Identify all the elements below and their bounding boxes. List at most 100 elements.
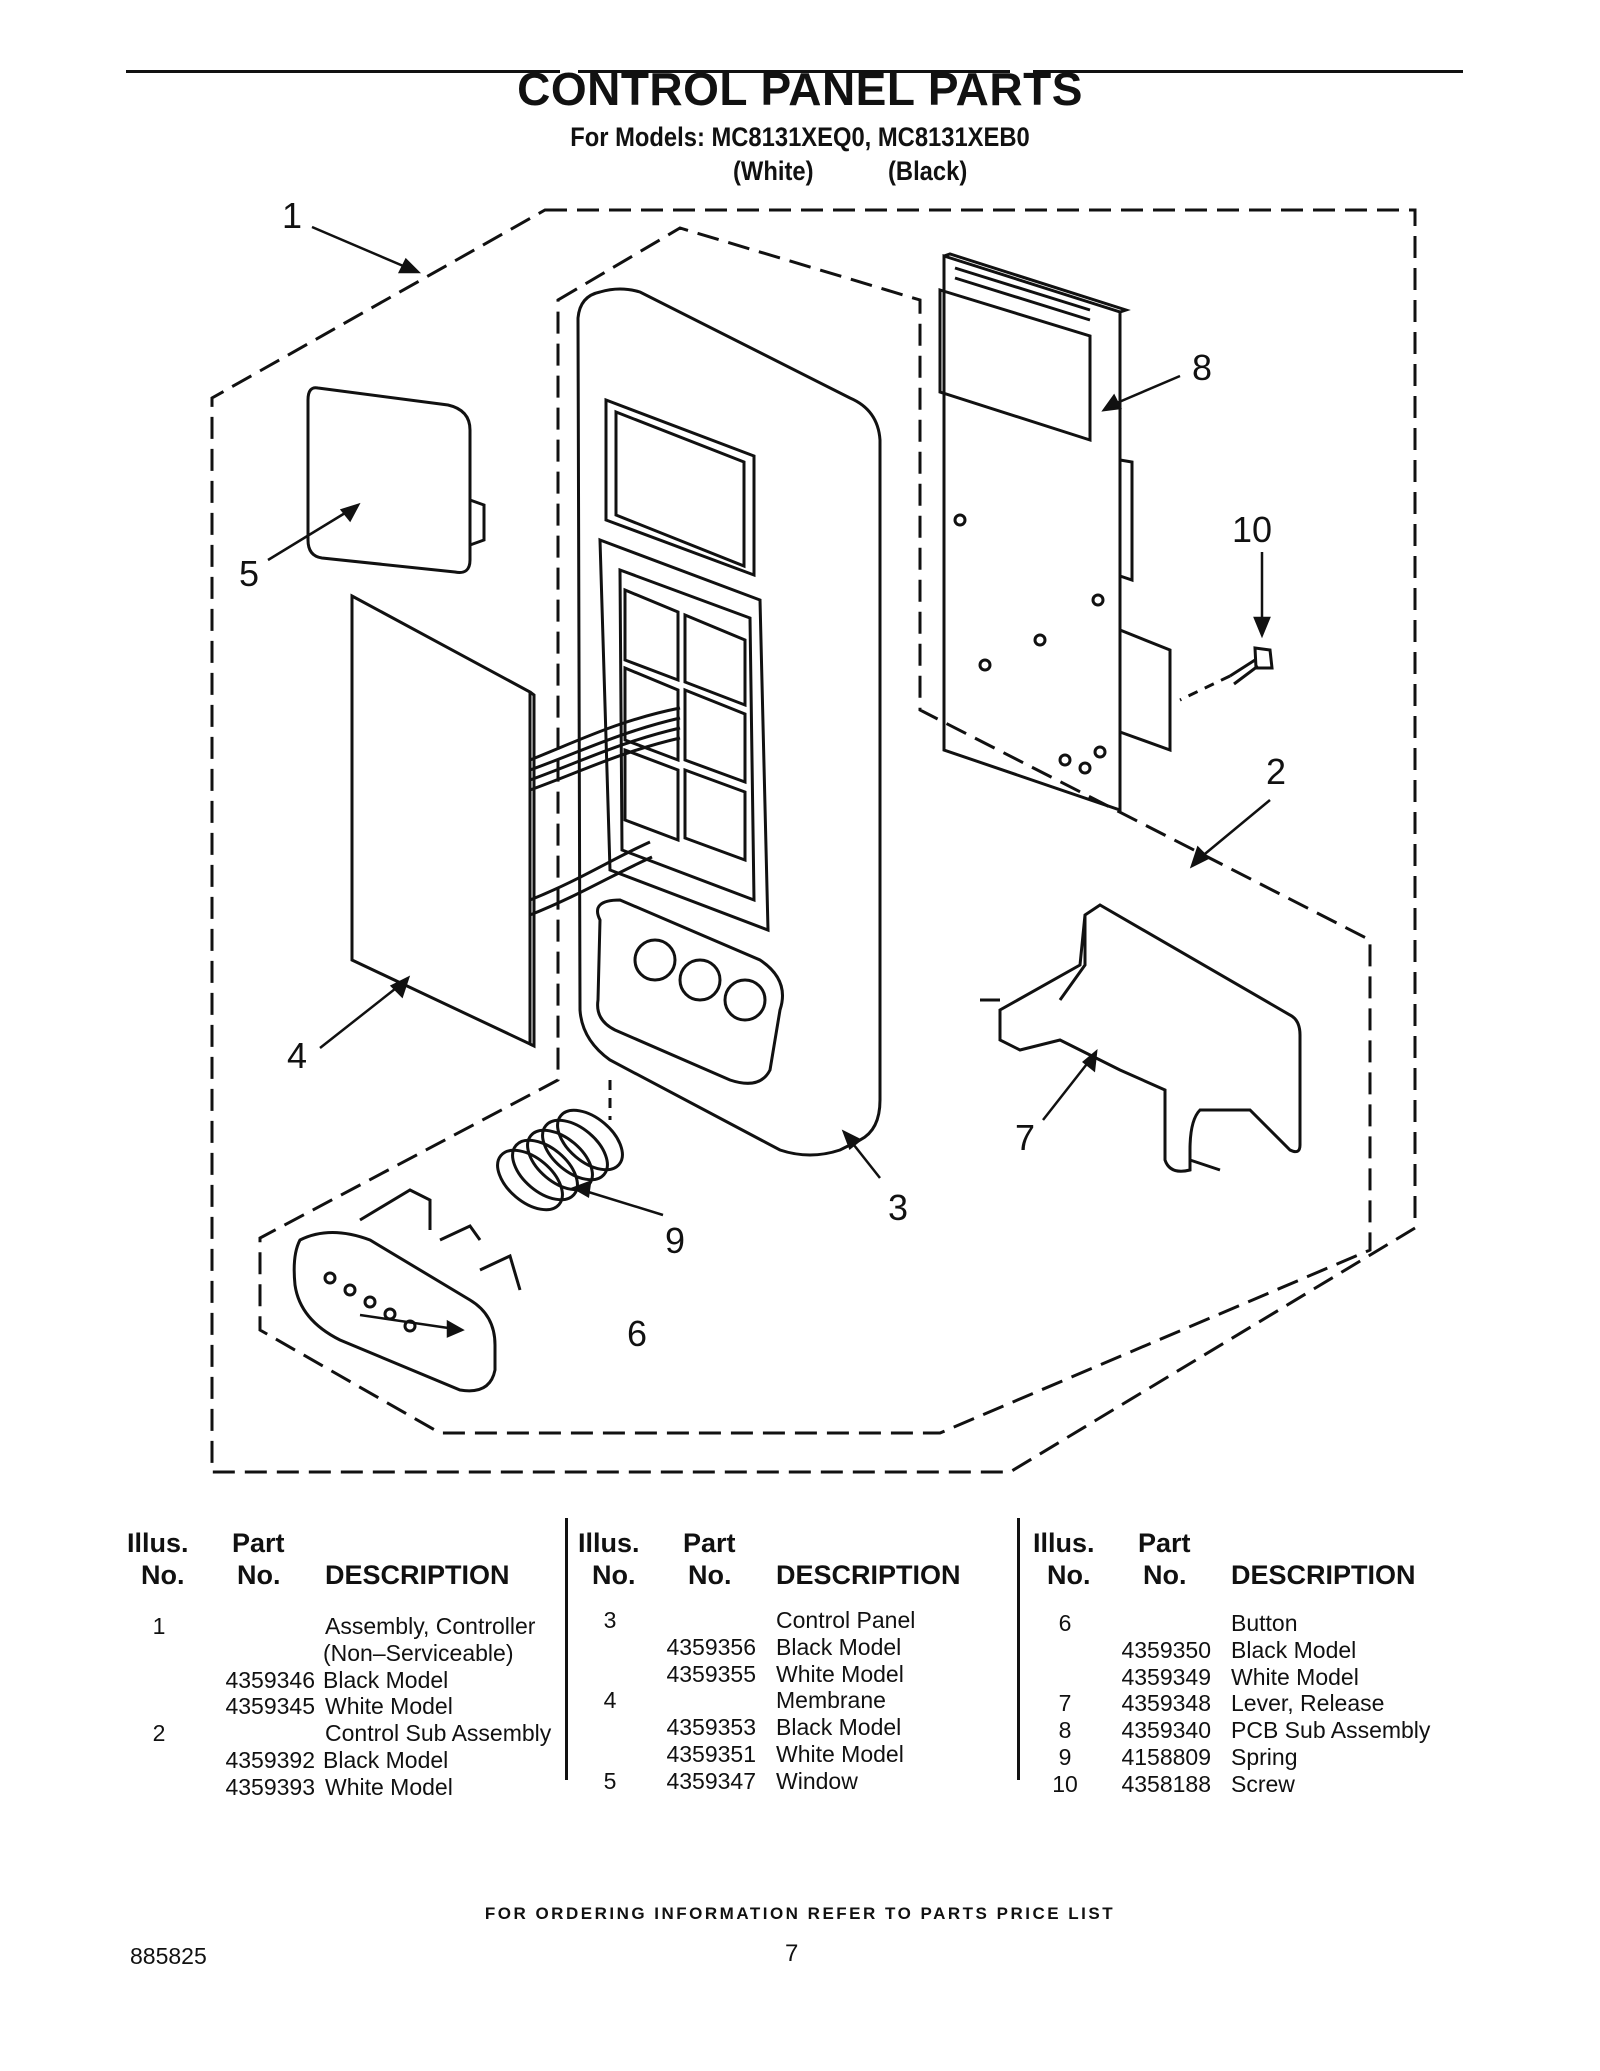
table-row: 4359349 White Model xyxy=(1033,1664,1473,1691)
table-cell: 4359340 xyxy=(1121,1717,1211,1744)
table-cell: 4358188 xyxy=(1121,1770,1211,1797)
table-cell: 4359393 xyxy=(225,1773,315,1800)
models-subtitle: For Models: MC8131XEQ0, MC8131XEB0 xyxy=(570,122,1030,152)
table-cell: 3 xyxy=(603,1607,617,1633)
table-cell: PCB Sub Assembly xyxy=(1231,1717,1431,1744)
table-cell: 8 xyxy=(1058,1717,1072,1744)
table-cell: 5 xyxy=(603,1767,617,1794)
header-illus: Illus. xyxy=(127,1528,189,1558)
header-rule-1 xyxy=(126,70,560,73)
table-cell: 9 xyxy=(1058,1743,1072,1770)
table-cell: 4359349 xyxy=(1121,1663,1211,1690)
callout-2: 2 xyxy=(1266,751,1286,792)
table-cell: 4359347 xyxy=(666,1767,756,1794)
header-illus: Illus. xyxy=(1033,1528,1095,1558)
table-cell: White Model xyxy=(1231,1663,1359,1690)
callout-1: 1 xyxy=(282,195,302,236)
table-cell: Control Panel xyxy=(776,1607,916,1633)
table-cell: Window xyxy=(776,1767,858,1794)
table-cell: Black Model xyxy=(776,1714,902,1741)
page-number: 7 xyxy=(785,1940,799,1967)
table-row: 10 4358188 Screw xyxy=(1033,1771,1473,1798)
table-cell: 10 xyxy=(1052,1770,1078,1797)
table-row: 4359392 Black Model xyxy=(127,1747,567,1774)
table-cell: Membrane xyxy=(776,1687,886,1714)
table-row: 4359356 Black Model xyxy=(578,1634,1018,1661)
model-white-label: (White) xyxy=(733,156,814,186)
assembly-boundary-inner xyxy=(258,226,1372,1435)
parts-column-2: Illus. No. Part No. DESCRIPTION xyxy=(578,1528,1018,1596)
table-row: 4359351 White Model xyxy=(578,1741,1018,1768)
screw-part xyxy=(1179,646,1274,702)
table-cell: (Non–Serviceable) xyxy=(323,1639,514,1666)
release-lever-part xyxy=(980,903,1302,1173)
table-row: 4359355 White Model xyxy=(578,1661,1018,1688)
table-cell: White Model xyxy=(776,1660,904,1687)
table-row: 4 Membrane xyxy=(578,1687,1018,1714)
callout-5: 5 xyxy=(239,553,259,594)
table-row: 3 Control Panel xyxy=(578,1607,1018,1634)
model-black-label: (Black) xyxy=(888,156,968,186)
table-cell: Screw xyxy=(1231,1770,1295,1797)
table-row: 8 4359340 PCB Sub Assembly xyxy=(1033,1717,1473,1744)
table-cell: 4359350 xyxy=(1121,1636,1211,1663)
pcb-part xyxy=(938,252,1172,813)
table-cell: Assembly, Controller xyxy=(325,1613,536,1639)
column-separator xyxy=(565,1518,568,1780)
header-rule-2 xyxy=(578,70,1010,73)
header-illus-no: No. xyxy=(141,1560,185,1590)
header-description: DESCRIPTION xyxy=(776,1560,961,1590)
callout-9: 9 xyxy=(665,1220,685,1261)
table-cell: 4359346 xyxy=(225,1666,315,1693)
header-rule-3 xyxy=(1033,70,1463,73)
exploded-parts-diagram: 1 2 3 4 5 6 7 8 9 10 xyxy=(210,195,1417,1474)
table-row: (Non–Serviceable) xyxy=(127,1640,567,1667)
header-description: DESCRIPTION xyxy=(1231,1560,1416,1590)
table-cell: White Model xyxy=(325,1773,453,1800)
table-cell: 7 xyxy=(1058,1690,1072,1717)
table-cell: 4359356 xyxy=(666,1633,756,1660)
parts-column-1: Illus. No. Part No. DESCRIPTION xyxy=(127,1528,567,1596)
table-cell: 4359353 xyxy=(666,1714,756,1741)
column-separator xyxy=(1017,1518,1020,1780)
table-cell: 1 xyxy=(152,1613,166,1639)
header-part-no: No. xyxy=(237,1560,281,1590)
table-row: 5 4359347 Window xyxy=(578,1768,1018,1795)
header-description: DESCRIPTION xyxy=(325,1560,510,1590)
table-cell: Button xyxy=(1231,1610,1298,1636)
header-illus: Illus. xyxy=(578,1528,640,1558)
assembly-boundary-outer xyxy=(210,208,1417,1474)
table-row: 4359393 White Model xyxy=(127,1774,567,1801)
table-cell: White Model xyxy=(776,1740,904,1767)
table-cell: Control Sub Assembly xyxy=(325,1720,552,1747)
parts-column-3: Illus. No. Part No. DESCRIPTION xyxy=(1033,1528,1473,1596)
table-cell: 4158809 xyxy=(1121,1743,1211,1770)
header-part-no: No. xyxy=(1143,1560,1187,1590)
table-cell: 4359351 xyxy=(666,1740,756,1767)
window-part xyxy=(306,386,486,574)
table-cell: 4 xyxy=(603,1687,617,1714)
table-cell: Lever, Release xyxy=(1231,1690,1385,1717)
header-part: Part xyxy=(1138,1528,1191,1558)
callout-8: 8 xyxy=(1192,347,1212,388)
table-cell: 4359355 xyxy=(666,1660,756,1687)
callout-7: 7 xyxy=(1015,1117,1035,1158)
table-row: 4359353 Black Model xyxy=(578,1714,1018,1741)
callout-10: 10 xyxy=(1232,509,1272,550)
table-cell: 4359392 xyxy=(225,1746,315,1773)
document-number: 885825 xyxy=(130,1943,207,1969)
table-cell: Black Model xyxy=(323,1746,449,1773)
callout-3: 3 xyxy=(888,1187,908,1228)
table-cell: Black Model xyxy=(776,1633,902,1660)
header-part: Part xyxy=(232,1528,285,1558)
